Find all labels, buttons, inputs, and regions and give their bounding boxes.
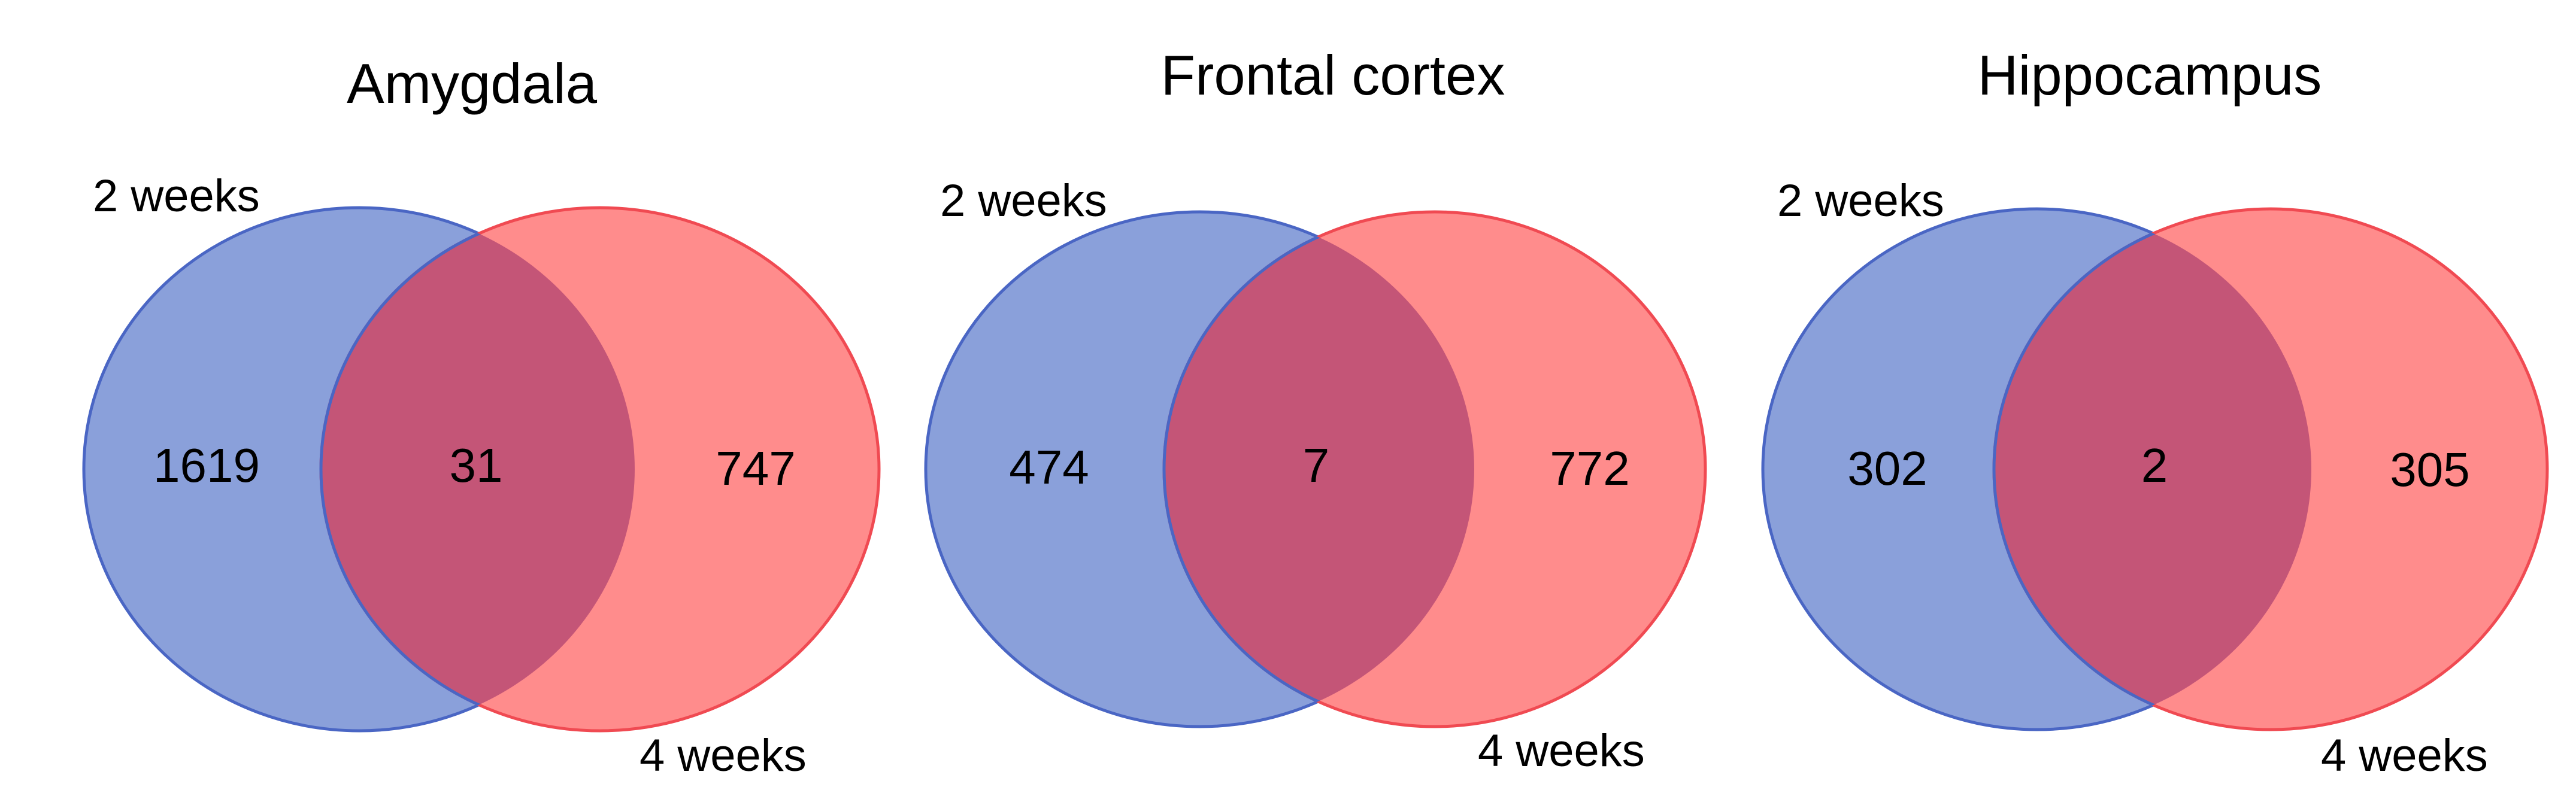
overlap-region [1994, 209, 2311, 730]
set-a-label: 2 weeks [1777, 175, 1944, 226]
count-overlap: 2 [2141, 439, 2168, 492]
count-only-set-b: 772 [1550, 442, 1629, 495]
venn-frontal-cortex: Frontal cortex 2 weeks 4 weeks 474 7 772 [924, 44, 1707, 776]
diagram-title: Hippocampus [1978, 44, 2322, 107]
count-only-set-a: 302 [1847, 442, 1927, 495]
set-a-label: 2 weeks [940, 175, 1107, 226]
venn-amygdala: Amygdala 2 weeks 4 weeks 1619 31 747 [82, 52, 881, 781]
count-only-set-b: 747 [716, 442, 795, 495]
count-overlap: 31 [450, 439, 503, 492]
overlap-region [1164, 212, 1474, 727]
set-b-label: 4 weeks [640, 730, 807, 781]
set-a-label: 2 weeks [93, 171, 260, 221]
count-only-set-a: 1619 [153, 439, 260, 492]
set-b-label: 4 weeks [2321, 730, 2488, 781]
set-b-label: 4 weeks [1478, 725, 1645, 776]
count-overlap: 7 [1303, 439, 1330, 492]
count-only-set-b: 305 [2390, 443, 2469, 496]
diagram-title: Frontal cortex [1161, 44, 1505, 107]
overlap-outline [1992, 209, 2311, 730]
overlap-region [321, 208, 635, 731]
overlap-outline [319, 208, 635, 731]
overlap-outline [1162, 212, 1474, 727]
diagram-title: Amygdala [347, 52, 598, 115]
count-only-set-a: 474 [1009, 440, 1089, 494]
venn-hippocampus: Hippocampus 2 weeks 4 weeks 302 2 305 [1761, 44, 2549, 781]
